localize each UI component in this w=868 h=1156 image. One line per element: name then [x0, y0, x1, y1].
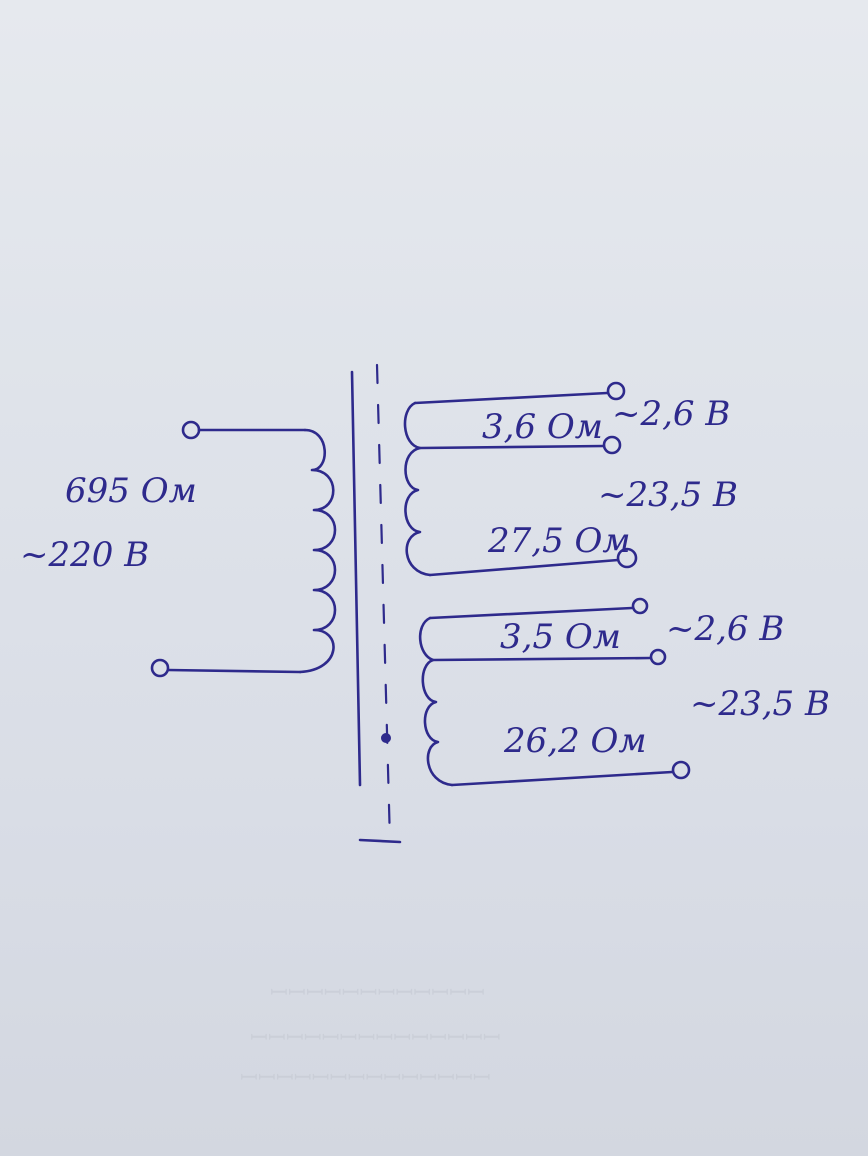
core-line: [350, 370, 362, 787]
upper-tap1-resistance-label: 3,6 Ом: [482, 407, 603, 447]
shield-dashed-line: [375, 363, 392, 844]
primary-terminal-bottom: [150, 658, 170, 678]
terminal-upper-1: [606, 381, 626, 401]
primary-resistance-label: 695 Ом: [65, 471, 197, 511]
lower-tap1-voltage-label: ~2,6 В: [666, 609, 784, 649]
lower-tap1-resistance-label: 3,5 Ом: [500, 617, 621, 657]
lower-secondary-coil: [418, 616, 454, 787]
upper-secondary-coil: [403, 401, 432, 577]
terminal-upper-3: [616, 547, 638, 569]
upper-tap1-voltage-label: ~2,6 В: [612, 394, 730, 434]
terminal-lower-3: [671, 760, 691, 780]
primary-voltage-label: ~220 В: [20, 535, 149, 575]
lower-tap2-resistance-label: 26,2 Ом: [503, 721, 647, 761]
secondary-winding-upper: [403, 381, 638, 577]
terminal-lower-2: [649, 648, 667, 666]
ground-symbol: [358, 838, 402, 844]
primary-terminal-top: [181, 420, 201, 440]
shield-junction-dot: [381, 733, 391, 743]
upper-tap2-resistance-label: 27,5 Ом: [487, 521, 631, 561]
lower-tap2-voltage-label: ~23,5 В: [690, 684, 830, 724]
primary-coil: [298, 428, 337, 674]
primary-winding: [150, 420, 337, 678]
upper-tap2-voltage-label: ~23,5 В: [598, 475, 738, 515]
transformer-core: [350, 363, 402, 844]
terminal-lower-1: [631, 597, 649, 615]
terminal-upper-2: [602, 435, 622, 455]
svg-text:ꟷꟷꟷꟷꟷꟷꟷꟷꟷꟷꟷꟷ: ꟷꟷꟷꟷꟷꟷꟷꟷꟷꟷꟷꟷ: [270, 981, 485, 1006]
svg-text:ꟷꟷꟷꟷꟷꟷꟷꟷꟷꟷꟷꟷꟷꟷ: ꟷꟷꟷꟷꟷꟷꟷꟷꟷꟷꟷꟷꟷꟷ: [250, 1026, 501, 1051]
secondary-winding-lower: [418, 597, 691, 787]
bleed-through-text: ꟷꟷꟷꟷꟷꟷꟷꟷꟷꟷꟷꟷ ꟷꟷꟷꟷꟷꟷꟷꟷꟷꟷꟷꟷꟷꟷ ꟷꟷꟷꟷꟷꟷꟷꟷꟷꟷꟷꟷ…: [240, 981, 501, 1091]
svg-text:ꟷꟷꟷꟷꟷꟷꟷꟷꟷꟷꟷꟷꟷꟷ: ꟷꟷꟷꟷꟷꟷꟷꟷꟷꟷꟷꟷꟷꟷ: [240, 1066, 491, 1091]
